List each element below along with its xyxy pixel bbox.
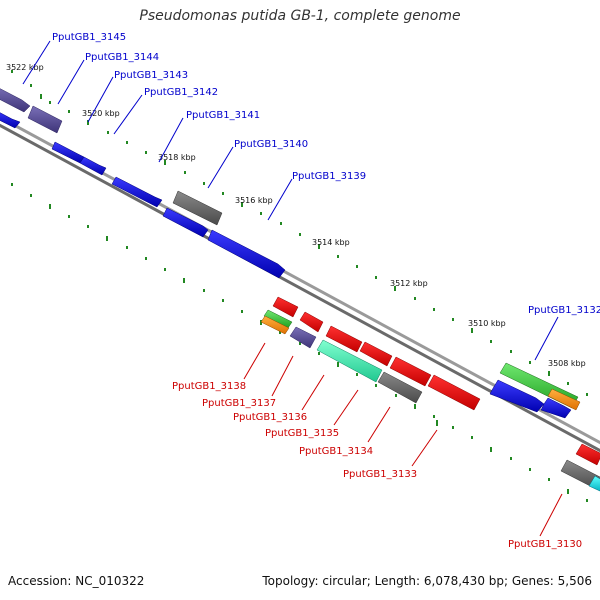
tick-label: 3522 kbp: [6, 63, 44, 72]
gene-feature-3131[interactable]: [575, 443, 600, 466]
gene-feature-3140[interactable]: [172, 190, 223, 226]
gene-feature-3143[interactable]: [51, 141, 85, 164]
gene-feature-3135[interactable]: [325, 325, 363, 353]
gene-feature-3137[interactable]: [299, 311, 324, 333]
gene-label: PputGB1_3130: [508, 539, 582, 550]
forward-gene-features[interactable]: [0, 86, 286, 279]
map-title: Pseudomonas putida GB-1, complete genome: [139, 8, 461, 24]
tick-label: 3516 kbp: [235, 196, 273, 205]
gene-arrow[interactable]: [0, 110, 21, 129]
outer-tick-track: [11, 70, 588, 396]
inner-tick-track: [11, 183, 588, 502]
gene-feature-3132-orange[interactable]: [547, 388, 581, 411]
reverse-leader-lines: [243, 342, 563, 537]
gene-feature-3144[interactable]: [27, 105, 63, 134]
gene-label: PputGB1_3132: [528, 305, 600, 316]
gene-feature-3134-gray[interactable]: [377, 371, 423, 404]
gene-label: PputGB1_3135: [265, 428, 339, 439]
gene-feature-3133[interactable]: [389, 356, 432, 387]
right-gene-features[interactable]: [489, 362, 600, 492]
gene-feature-3134[interactable]: [359, 341, 393, 367]
gene-label: PputGB1_3134: [299, 446, 373, 457]
gene-label: PputGB1_3145: [52, 32, 126, 43]
gene-arrow[interactable]: [540, 397, 572, 419]
accession-text: Accession: NC_010322: [8, 574, 145, 588]
tick-label: 3510 kbp: [468, 319, 506, 328]
gene-label: PputGB1_3138: [172, 381, 246, 392]
gene-label: PputGB1_3144: [85, 52, 159, 63]
gene-feature-3135-teal[interactable]: [316, 339, 383, 383]
gene-arrow[interactable]: [162, 207, 209, 238]
gene-feature-3136[interactable]: [289, 326, 317, 349]
gene-feature-3139[interactable]: [207, 229, 286, 279]
tick-label: 3512 kbp: [390, 279, 428, 288]
topology-text: Topology: circular; Length: 6,078,430 bp…: [262, 574, 592, 588]
tick-labels: 3522 kbp 3520 kbp 3518 kbp 3516 kbp 3514…: [6, 63, 586, 368]
gene-feature-3141[interactable]: [111, 176, 163, 208]
gene-feature-3138-orange[interactable]: [260, 315, 290, 335]
gene-feature-3130[interactable]: [560, 459, 600, 490]
gene-label: PputGB1_3136: [233, 412, 307, 423]
tick-label: 3520 kbp: [82, 109, 120, 118]
gene-label: PputGB1_3141: [186, 110, 260, 121]
reverse-gene-labels: PputGB1_3138 PputGB1_3137 PputGB1_3136 P…: [172, 381, 582, 550]
gene-label: PputGB1_3140: [234, 139, 308, 150]
forward-gene-labels: PputGB1_3145 PputGB1_3144 PputGB1_3143 P…: [52, 32, 600, 316]
gene-feature-cyan[interactable]: [588, 475, 600, 492]
gene-feature-3138[interactable]: [272, 296, 299, 318]
gene-label: PputGB1_3139: [292, 171, 366, 182]
tick-label: 3508 kbp: [548, 359, 586, 368]
gene-feature-3133-b[interactable]: [427, 374, 481, 411]
tick-label: 3514 kbp: [312, 238, 350, 247]
gene-feature-3145[interactable]: [0, 86, 31, 113]
gene-label: PputGB1_3143: [114, 70, 188, 81]
gene-label: PputGB1_3133: [343, 469, 417, 480]
forward-leader-lines: [22, 40, 559, 361]
gene-feature-3142[interactable]: [79, 156, 107, 176]
tick-label: 3518 kbp: [158, 153, 196, 162]
gene-label: PputGB1_3137: [202, 398, 276, 409]
reverse-gene-features[interactable]: [260, 296, 481, 411]
gene-label: PputGB1_3142: [144, 87, 218, 98]
